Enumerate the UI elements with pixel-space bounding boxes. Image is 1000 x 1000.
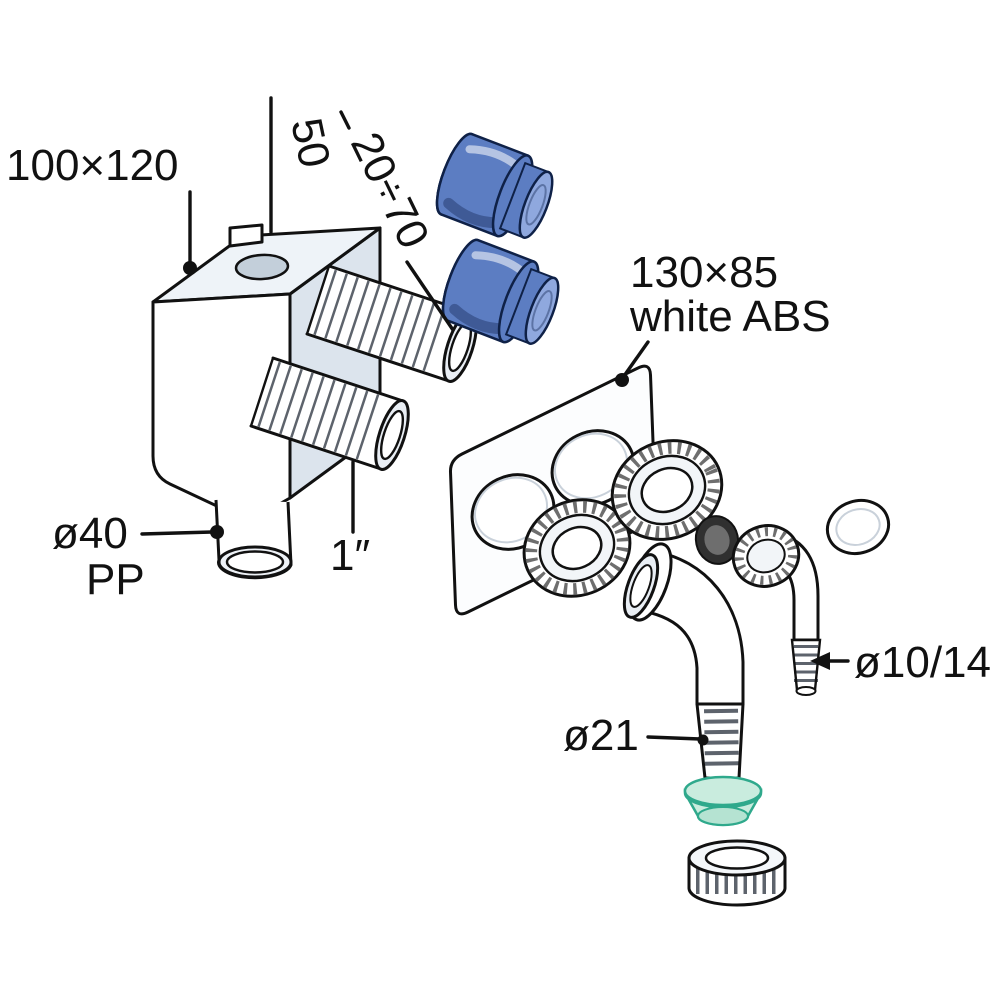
leader-lines	[140, 96, 850, 746]
leader-plate-dot	[615, 373, 629, 387]
plate-hole-right-thickness	[554, 432, 628, 500]
cap2-lid-face	[524, 276, 560, 345]
ring-nut-right-hole	[640, 466, 694, 514]
pipe-upper-base-edge	[305, 264, 331, 336]
hose-elbow-bore	[629, 564, 653, 608]
bottom-ring-nut	[687, 839, 787, 907]
outlet-bore	[225, 550, 285, 574]
leader-hose	[646, 735, 702, 741]
leader-outlet-dot	[210, 525, 224, 539]
label-barb-size: ø10/14	[854, 638, 991, 687]
pipe-lower-body	[251, 358, 403, 469]
small-nut-face	[746, 538, 786, 574]
threaded-pipe-lower	[249, 356, 410, 471]
leader-barb-arrowhead	[810, 652, 830, 670]
label-outlet-diameter: ø40	[52, 509, 128, 558]
hose-elbow	[622, 542, 763, 827]
green-gasket-flange	[683, 775, 763, 807]
label-plate-material: white ABS	[629, 292, 831, 341]
barb-elbow	[731, 524, 822, 696]
ring-nut-right	[610, 439, 724, 541]
cap1-lid-face	[518, 170, 554, 239]
leader-range-top	[339, 110, 351, 130]
cover-cap-top	[435, 132, 554, 239]
ring-nut-left	[522, 498, 632, 598]
oval-cap-inner	[835, 508, 881, 546]
body-mounting-notch	[228, 223, 264, 248]
label-outlet-material: PP	[86, 555, 145, 604]
bottom-nut-side-outline	[687, 856, 787, 907]
oval-cap-outer	[825, 498, 891, 556]
leader-hose-dot	[697, 734, 709, 746]
pipe-lower-bore	[379, 409, 405, 461]
outlet-pipe	[214, 499, 293, 580]
label-hose-size: ø21	[563, 711, 639, 760]
gasket-center	[704, 525, 730, 555]
barb-tip	[795, 686, 817, 696]
seal-gasket-dark	[694, 515, 740, 565]
label-thread-size: 1″	[330, 531, 370, 580]
pipe-lower-outline	[249, 356, 405, 471]
leader-range-bottom	[405, 260, 455, 332]
label-plate-size: 130×85	[630, 248, 778, 297]
label-depth: 50	[281, 114, 339, 172]
leader-outlet	[140, 530, 214, 536]
cap2-lid-detail	[531, 290, 553, 332]
body-top-port-hole	[234, 253, 290, 281]
ring-nut-right-knurl	[614, 441, 720, 539]
leader-plate	[622, 340, 650, 378]
pipe-lower-base-edge	[249, 356, 275, 428]
bottom-nut-hole	[704, 846, 770, 870]
plate-hole-left-thickness	[474, 476, 548, 544]
leader-body-size-dot	[183, 261, 197, 275]
trap-body	[151, 223, 478, 580]
label-body-size: 100×120	[6, 141, 179, 190]
small-nut-knurl	[734, 527, 798, 585]
ring-nut-left-knurl	[525, 500, 629, 596]
oval-end-cap	[825, 498, 891, 556]
green-gasket-bottom	[697, 806, 749, 826]
ring-nut-left-hole	[551, 525, 603, 571]
